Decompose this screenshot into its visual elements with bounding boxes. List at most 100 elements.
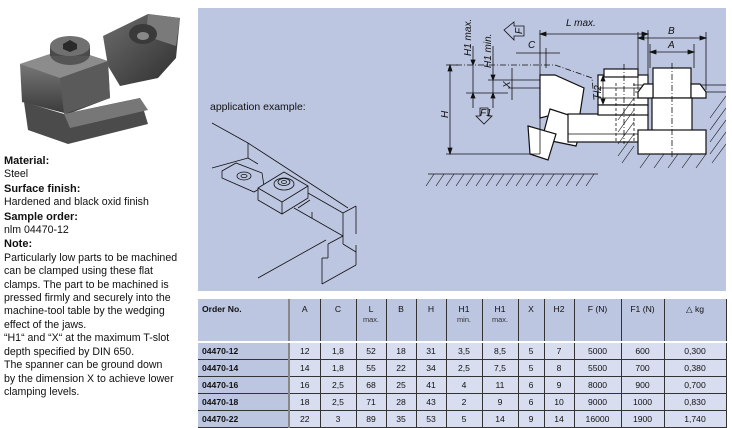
note-line: can be clamped using these flat — [4, 265, 153, 278]
dim-label-c: C — [528, 40, 536, 51]
table-cell: 22 — [386, 359, 417, 377]
product-photo — [8, 6, 188, 146]
table-cell: 7 — [544, 342, 575, 360]
table-cell: 5500 — [574, 359, 622, 377]
header-label: F1 (N) — [630, 304, 655, 314]
table-cell: 71 — [356, 393, 387, 411]
col-header-weight: △ kg — [664, 299, 727, 343]
note-line: The spanner can be ground down — [4, 359, 163, 372]
note-line: depth specified by DIN 650. — [4, 345, 135, 358]
header-label: F (N) — [587, 304, 608, 314]
header-label: X — [528, 304, 534, 314]
table-cell: 11 — [482, 376, 519, 394]
note-line: by the dimension X to achieve lower — [4, 372, 174, 385]
table-cell: 9 — [482, 393, 519, 411]
header-label: H — [427, 304, 435, 314]
note-text: Particularly low parts to be machined ca… — [4, 252, 192, 399]
table-cell: 16000 — [574, 410, 622, 428]
col-header-order-no: Order No. — [198, 299, 290, 343]
dim-label-h: H — [440, 110, 451, 118]
dim-label-f: F — [514, 27, 525, 34]
table-cell: 5 — [518, 342, 545, 360]
table-cell: 900 — [621, 376, 665, 394]
application-example-drawing — [211, 122, 357, 285]
table-cell: 10 — [544, 393, 575, 411]
table-cell: 4 — [446, 376, 483, 394]
col-header-f: F (N) — [574, 299, 622, 343]
col-header-x: X — [518, 299, 545, 343]
table-cell: 68 — [356, 376, 387, 394]
table-cell: 31 — [416, 342, 447, 360]
table-cell: 700 — [621, 359, 665, 377]
side-view-drawing — [425, 21, 650, 187]
table-cell: 14 — [482, 410, 519, 428]
header-sublabel: max. — [491, 315, 508, 324]
table-cell: 28 — [386, 393, 417, 411]
header-label: H2 — [553, 304, 565, 314]
material-heading: Material: — [4, 155, 50, 167]
order-number-cell: 04470-18 — [198, 393, 290, 411]
table-cell: 5000 — [574, 342, 622, 360]
dim-label-h1-min: H1 min. — [483, 34, 494, 68]
table-cell: 53 — [416, 410, 447, 428]
header-sublabel: min. — [457, 315, 471, 324]
dim-label-f1: F1 — [480, 108, 492, 119]
table-cell: 5 — [518, 359, 545, 377]
table-cell: 34 — [416, 359, 447, 377]
order-number-cell: 04470-22 — [198, 410, 290, 428]
note-heading: Note: — [4, 238, 33, 251]
table-cell: 0,830 — [664, 393, 727, 411]
table-cell: 12 — [289, 342, 321, 360]
table-cell: 600 — [621, 342, 665, 360]
header-label: C — [334, 304, 342, 314]
header-sublabel: max. — [362, 315, 379, 324]
header-label: H1 — [458, 304, 470, 314]
order-number-cell: 04470-12 — [198, 342, 290, 360]
table-cell: 8 — [544, 359, 575, 377]
table-cell: 8,5 — [482, 342, 519, 360]
table-cell: 18 — [386, 342, 417, 360]
col-header-c: C — [320, 299, 357, 343]
note-line: effect of the jaws. — [4, 318, 87, 331]
table-cell: 9000 — [574, 393, 622, 411]
application-example-label: application example: — [210, 101, 306, 113]
table-cell: 0,700 — [664, 376, 727, 394]
table-cell: 2,5 — [446, 359, 483, 377]
technical-drawing-panel: application example: — [198, 8, 726, 291]
table-cell: 3,5 — [446, 342, 483, 360]
table-cell: 35 — [386, 410, 417, 428]
dim-label-l-max: L max. — [566, 18, 596, 29]
weight-icon: △ — [685, 304, 693, 314]
product-info: Material: Steel Surface finish: Hardened… — [4, 154, 192, 399]
table-cell: 9 — [544, 376, 575, 394]
table-cell: 43 — [416, 393, 447, 411]
dim-label-a: A — [667, 40, 675, 51]
table-cell: 6 — [518, 393, 545, 411]
table-cell: 1,740 — [664, 410, 727, 428]
sample-order-heading: Sample order: — [4, 210, 78, 223]
table-cell: 7,5 — [482, 359, 519, 377]
table-cell: 9 — [518, 410, 545, 428]
table-cell: 2 — [446, 393, 483, 411]
header-label: kg — [694, 304, 705, 314]
table-cell: 14 — [544, 410, 575, 428]
table-cell: 55 — [356, 359, 387, 377]
dim-label-b: B — [668, 26, 675, 37]
order-number-cell: 04470-16 — [198, 376, 290, 394]
col-header-a: A — [289, 299, 321, 343]
end-view-drawing — [600, 32, 726, 169]
table-cell: 14 — [289, 359, 321, 377]
note-line: clamping levels. — [4, 385, 80, 398]
col-header-h: H — [416, 299, 447, 343]
col-header-f1: F1 (N) — [621, 299, 665, 343]
table-cell: 0,300 — [664, 342, 727, 360]
note-line: Particularly low parts to be machined — [4, 251, 178, 264]
table-cell: 1000 — [621, 393, 665, 411]
